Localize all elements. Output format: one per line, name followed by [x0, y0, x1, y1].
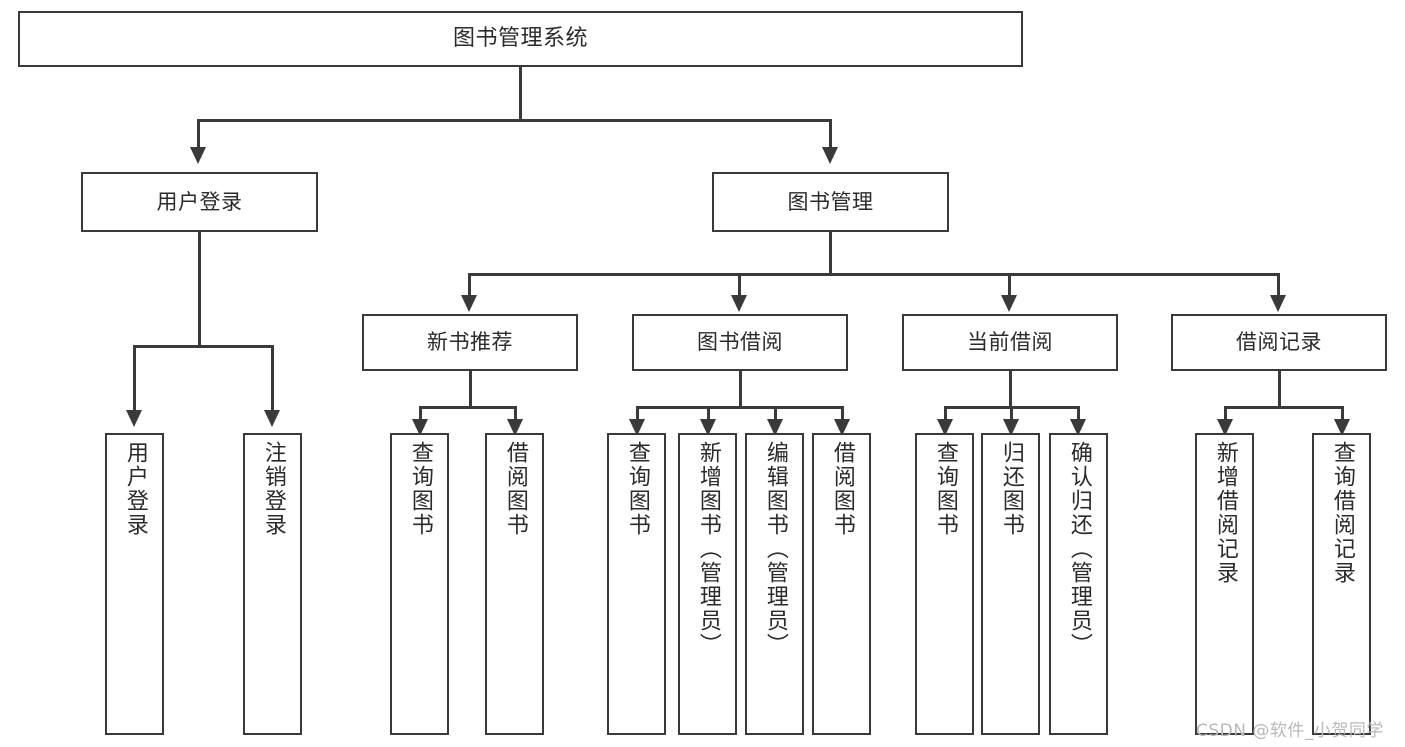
connector-drop-cb-2	[1010, 406, 1013, 419]
node-borrow-record-label: 借阅记录	[1236, 330, 1322, 355]
arrowhead-book-manage	[822, 147, 838, 164]
connector-drop-user-login	[197, 119, 200, 147]
leaf-return-book-label: 归还图书	[998, 441, 1024, 537]
arrowhead-leaf-user-login	[126, 410, 142, 427]
arrowhead-new-book-recommend	[461, 295, 477, 312]
arrowhead-br-2	[1334, 419, 1350, 436]
node-book-manage-label: 图书管理	[787, 189, 874, 214]
connector-drop-book-borrow	[738, 273, 741, 295]
connector-drop-leaf-logout-login	[271, 345, 274, 410]
connector-drop-current-borrow	[1008, 273, 1011, 295]
leaf-query-book-3[interactable]: 查询图书	[915, 433, 974, 735]
arrowhead-bb-2	[700, 419, 716, 436]
connector-drop-br-2	[1341, 406, 1344, 419]
connector-nbr-stem	[469, 371, 472, 406]
connector-nbr-bus	[419, 406, 516, 409]
connector-drop-bb-1	[636, 406, 639, 419]
connector-bb-bus	[636, 406, 842, 409]
leaf-user-login[interactable]: 用户登录	[105, 433, 164, 735]
connector-drop-new-book-recommend	[468, 273, 471, 295]
connector-root-bus	[197, 119, 831, 122]
leaf-borrow-book-1-label: 借阅图书	[502, 441, 528, 537]
connector-drop-nbr-2	[514, 406, 517, 419]
arrowhead-leaf-logout-login	[264, 410, 280, 427]
leaf-add-record[interactable]: 新增借阅记录	[1195, 433, 1254, 735]
connector-level3-bus	[468, 273, 1279, 276]
leaf-edit-book[interactable]: 编辑图书（管理员）	[745, 433, 804, 735]
arrowhead-bb-1	[629, 419, 645, 436]
leaf-add-book-label: 新增图书（管理员）	[695, 441, 721, 657]
connector-drop-book-manage	[829, 119, 832, 147]
connector-drop-nbr-1	[419, 406, 422, 419]
connector-drop-bb-3	[774, 406, 777, 419]
leaf-query-record[interactable]: 查询借阅记录	[1312, 433, 1371, 735]
leaf-edit-book-label: 编辑图书（管理员）	[762, 441, 788, 657]
leaf-borrow-book-1[interactable]: 借阅图书	[485, 433, 544, 735]
connector-drop-leaf-user-login	[133, 345, 136, 410]
connector-user-login-stem	[198, 232, 201, 345]
leaf-add-book[interactable]: 新增图书（管理员）	[678, 433, 737, 735]
leaf-user-login-label: 用户登录	[122, 441, 148, 537]
node-book-borrow[interactable]: 图书借阅	[632, 314, 848, 371]
node-book-manage[interactable]: 图书管理	[712, 172, 949, 232]
node-book-borrow-label: 图书借阅	[697, 330, 783, 355]
csdn-watermark: CSDN @软件_小贺同学	[1196, 721, 1384, 741]
node-borrow-record[interactable]: 借阅记录	[1171, 314, 1387, 371]
leaf-query-book-2-label: 查询图书	[624, 441, 650, 537]
connector-br-bus	[1224, 406, 1342, 409]
leaf-query-book-3-label: 查询图书	[932, 441, 958, 537]
arrowhead-bb-3	[767, 419, 783, 436]
connector-root-stem	[519, 67, 522, 119]
leaf-borrow-book-2[interactable]: 借阅图书	[812, 433, 871, 735]
connector-cb-stem	[1009, 371, 1012, 406]
connector-drop-borrow-record	[1277, 273, 1280, 295]
arrowhead-user-login	[190, 147, 206, 164]
connector-drop-bb-2	[707, 406, 710, 419]
arrowhead-cb-1	[937, 419, 953, 436]
connector-drop-cb-3	[1077, 406, 1080, 419]
arrowhead-br-1	[1217, 419, 1233, 436]
connector-drop-cb-1	[944, 406, 947, 419]
connector-user-login-bus	[133, 345, 273, 348]
arrowhead-nbr-1	[412, 419, 428, 436]
leaf-query-record-label: 查询借阅记录	[1329, 441, 1355, 585]
connector-drop-bb-4	[841, 406, 844, 419]
connector-br-stem	[1278, 371, 1281, 406]
arrowhead-current-borrow	[1001, 295, 1017, 312]
node-current-borrow[interactable]: 当前借阅	[902, 314, 1118, 371]
node-new-book-recommend[interactable]: 新书推荐	[362, 314, 578, 371]
leaf-confirm-return[interactable]: 确认归还（管理员）	[1049, 433, 1108, 735]
arrowhead-cb-2	[1003, 419, 1019, 436]
node-current-borrow-label: 当前借阅	[967, 330, 1053, 355]
arrowhead-cb-3	[1070, 419, 1086, 436]
arrowhead-bb-4	[834, 419, 850, 436]
node-root-label: 图书管理系统	[452, 26, 588, 52]
node-user-login-label: 用户登录	[156, 189, 243, 214]
node-user-login[interactable]: 用户登录	[81, 172, 318, 232]
connector-book-manage-stem	[829, 232, 832, 273]
leaf-add-record-label: 新增借阅记录	[1212, 441, 1238, 585]
node-new-book-recommend-label: 新书推荐	[427, 330, 513, 355]
node-root-system[interactable]: 图书管理系统	[18, 11, 1023, 67]
leaf-return-book[interactable]: 归还图书	[981, 433, 1040, 735]
leaf-borrow-book-2-label: 借阅图书	[829, 441, 855, 537]
leaf-confirm-return-label: 确认归还（管理员）	[1066, 441, 1092, 657]
leaf-logout-login-label: 注销登录	[260, 441, 286, 537]
arrowhead-book-borrow	[731, 295, 747, 312]
connector-drop-br-1	[1224, 406, 1227, 419]
arrowhead-borrow-record	[1270, 295, 1286, 312]
leaf-query-book-2[interactable]: 查询图书	[607, 433, 666, 735]
connector-bb-stem	[739, 371, 742, 406]
leaf-query-book-1[interactable]: 查询图书	[390, 433, 449, 735]
leaf-query-book-1-label: 查询图书	[407, 441, 433, 537]
leaf-logout-login[interactable]: 注销登录	[243, 433, 302, 735]
arrowhead-nbr-2	[507, 419, 523, 436]
